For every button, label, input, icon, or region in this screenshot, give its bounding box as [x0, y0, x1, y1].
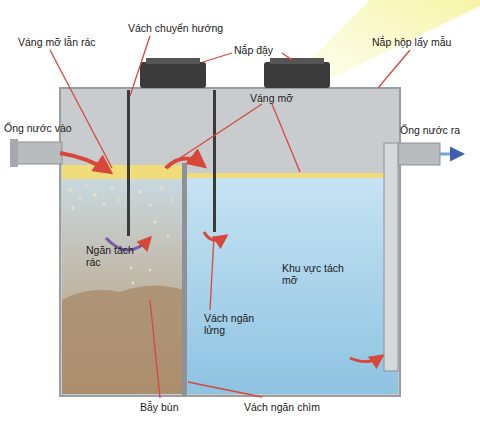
outlet-pipe	[398, 143, 440, 165]
inlet-pipe	[14, 142, 62, 164]
submerged-wall	[182, 163, 187, 396]
tank-body	[60, 88, 400, 396]
separation-water	[186, 175, 398, 394]
grease-layer	[186, 173, 398, 178]
part-label: Vách chuyển hướng	[128, 22, 223, 34]
leader-lines	[50, 36, 410, 398]
part-label: Nắp hộp lấy mẫu	[372, 36, 451, 48]
outflow-arrow	[440, 153, 462, 156]
flow-arrow	[60, 153, 110, 172]
cover-lid	[264, 62, 330, 88]
part-label: Váng mỡ lẫn rác	[18, 36, 96, 48]
part-label: Váng mỡ	[250, 92, 293, 104]
inlet-flange	[10, 139, 18, 167]
cover-lid-top	[146, 58, 200, 64]
screen-chamber-water	[62, 165, 184, 394]
flow-arrow	[204, 232, 226, 240]
sludge	[62, 285, 184, 394]
part-label: Ống nước vào	[4, 122, 72, 134]
part-label: Vách ngăn chìm	[244, 401, 320, 413]
part-label: Ống nước ra	[400, 124, 460, 136]
part-label: Vách ngăn lửng	[204, 312, 264, 336]
part-label: Nắp đậy	[234, 44, 273, 56]
cover-lid	[140, 62, 206, 88]
flow-arrow	[350, 356, 382, 362]
outlet-riser	[384, 143, 398, 371]
cover-lid-top	[270, 58, 324, 64]
half-baffle	[213, 90, 216, 232]
debris-bubbles	[68, 185, 174, 285]
diversion-baffle	[127, 90, 130, 236]
part-label: Bẫy bùn	[140, 401, 179, 413]
chamber-label: Khu vực tách mỡ	[282, 262, 362, 286]
chamber-label: Ngăn tách rác	[86, 244, 136, 268]
